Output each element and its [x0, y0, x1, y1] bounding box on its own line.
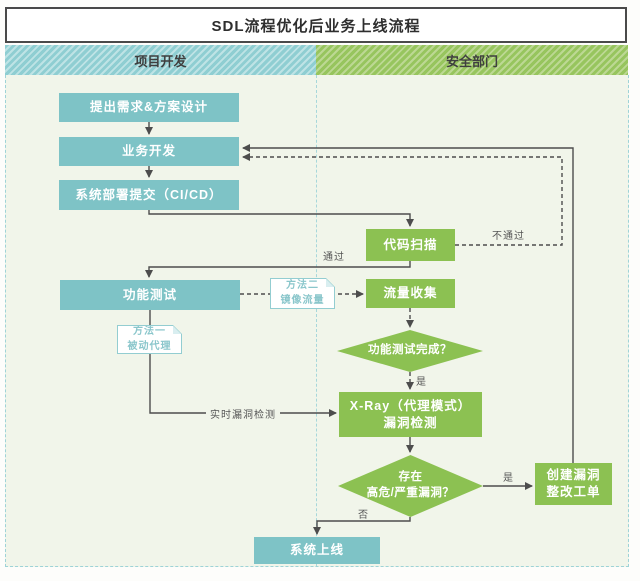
node-requirements-label: 提出需求&方案设计: [89, 100, 209, 115]
note-method1-line1: 方法一: [133, 326, 166, 337]
edge-label-yes-vuln: 是: [503, 473, 514, 484]
edge-codescan-pass-to-functest: [145, 261, 411, 278]
note-method2-line1: 方法二: [286, 280, 319, 291]
node-xray-detection-line1: X-Ray（代理模式）: [349, 398, 472, 413]
note-method2-mirror-traffic: 方法二 镜像流量: [270, 278, 335, 309]
edge-functest-realtime-to-xray: [149, 310, 337, 417]
note-fold-icon: [173, 326, 181, 334]
node-requirements: 提出需求&方案设计: [59, 93, 239, 122]
edge-label-yes-testdone: 是: [416, 377, 427, 388]
node-create-ticket: 创建漏洞 整改工单: [535, 463, 612, 505]
node-code-scan-label: 代码扫描: [383, 237, 438, 252]
decision-severe-vulnerability-line2: 高危/严重漏洞？: [366, 487, 455, 499]
decision-severe-vulnerability-line1: 存在: [398, 471, 423, 484]
edge-codescan-fail-to-dev: [242, 153, 563, 246]
edge-ticket-to-dev: [242, 144, 574, 463]
edge-label-fail: 不通过: [492, 231, 525, 242]
node-code-scan: 代码扫描: [366, 229, 455, 261]
edge-label-realtime-detection: 实时漏洞检测: [206, 406, 280, 421]
node-create-ticket-line2: 整改工单: [546, 485, 601, 499]
diagram-title: SDL流程优化后业务上线流程: [5, 7, 627, 43]
node-deploy-cicd: 系统部署提交（CI/CD）: [59, 180, 239, 210]
decision-functional-test-complete-label: 功能测试完成？: [368, 344, 452, 357]
node-deploy-cicd-label: 系统部署提交（CI/CD）: [75, 187, 223, 202]
node-create-ticket-line1: 创建漏洞: [546, 468, 601, 483]
node-system-launch: 系统上线: [254, 537, 380, 564]
node-traffic-collection: 流量收集: [366, 279, 455, 308]
lane-label-project-dev: 项目开发: [134, 53, 187, 69]
edge-vulncheck-no-to-launch: [313, 517, 411, 535]
note-fold-icon: [326, 279, 334, 287]
node-traffic-collection-label: 流量收集: [383, 286, 438, 301]
lane-header-security-dept: 安全部门: [316, 45, 628, 75]
lane-label-security-dept: 安全部门: [445, 53, 498, 69]
node-functional-test: 功能测试: [60, 280, 240, 310]
node-business-dev: 业务开发: [59, 137, 239, 166]
diagram-title-text: SDL流程优化后业务上线流程: [211, 17, 421, 35]
node-functional-test-label: 功能测试: [122, 287, 177, 302]
edge-label-no-vuln: 否: [358, 510, 369, 521]
node-xray-detection-line2: 漏洞检测: [383, 415, 438, 430]
node-business-dev-label: 业务开发: [121, 144, 176, 159]
lane-header-project-dev: 项目开发: [5, 45, 316, 75]
note-method1-line2: 被动代理: [127, 340, 172, 352]
note-method2-line2: 镜像流量: [280, 294, 325, 306]
edge-deploy-to-codescan: [148, 210, 414, 227]
node-system-launch-label: 系统上线: [289, 543, 344, 558]
lane-divider-line: [316, 75, 317, 566]
note-method1-passive-proxy: 方法一 被动代理: [117, 325, 182, 354]
node-xray-detection: X-Ray（代理模式） 漏洞检测: [339, 392, 482, 437]
edge-label-pass: 通过: [323, 252, 345, 263]
